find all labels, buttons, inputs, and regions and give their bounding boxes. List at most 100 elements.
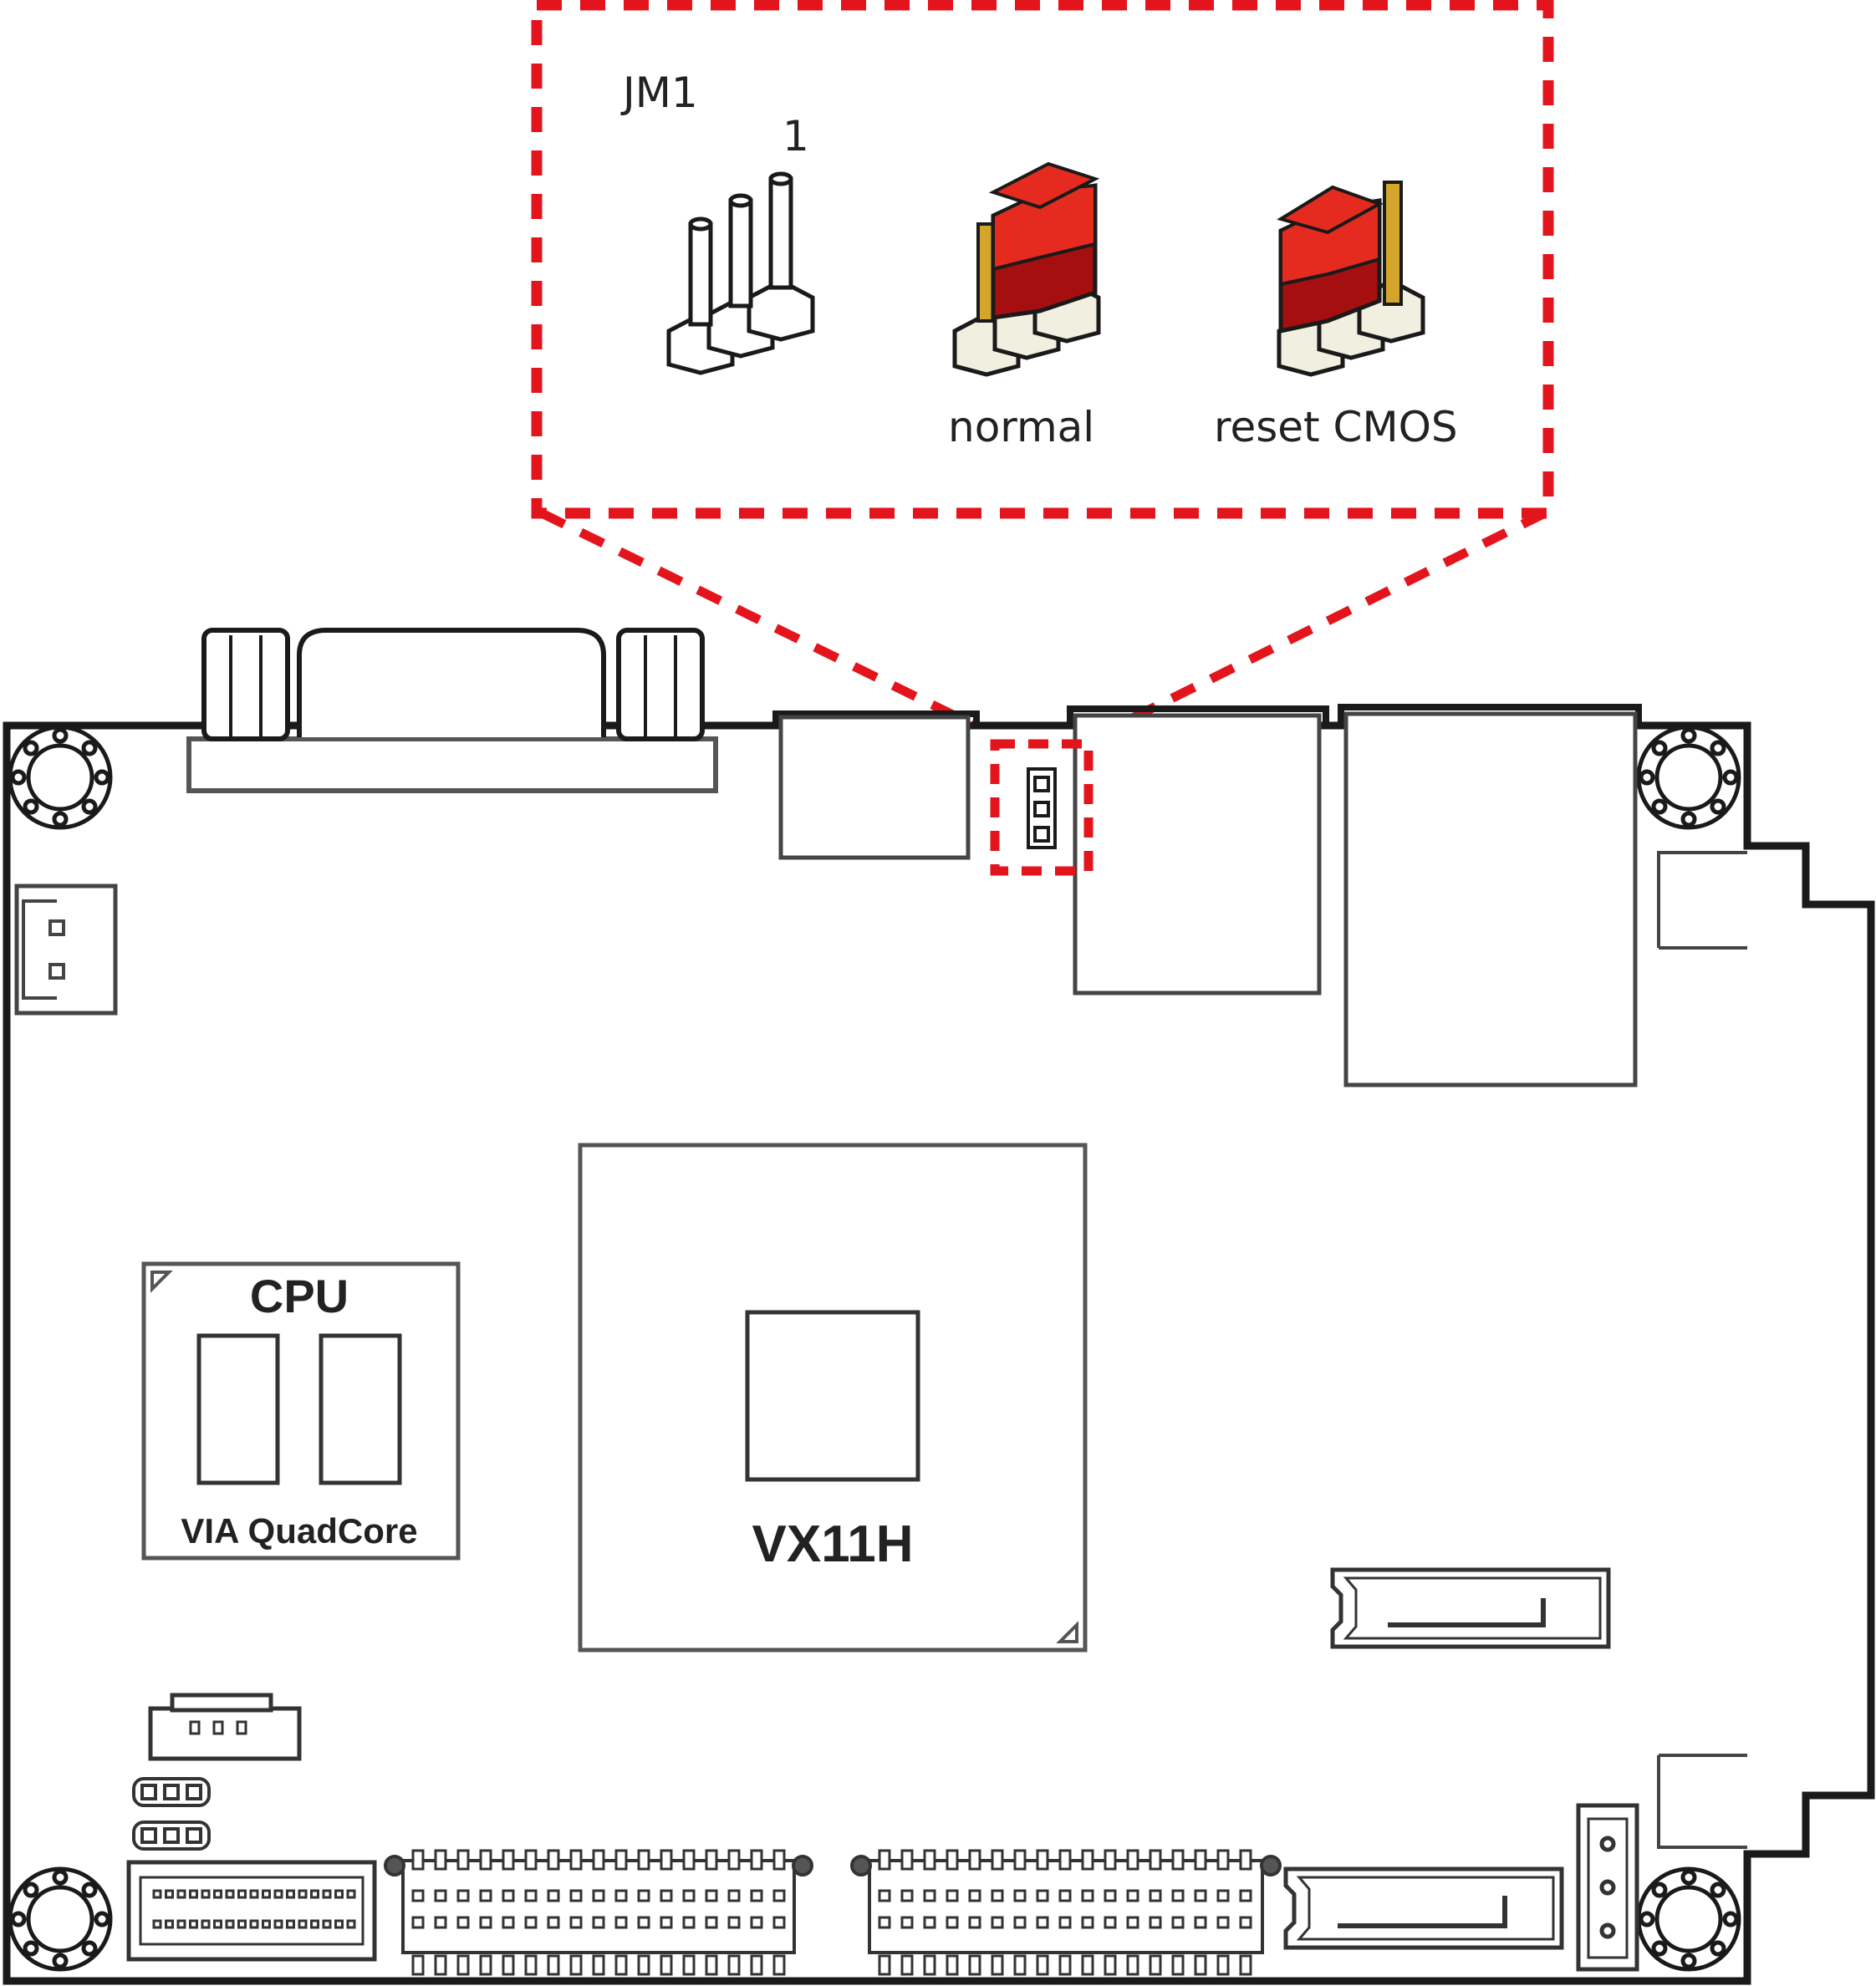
header-pin (547, 1889, 560, 1902)
dsub-connector (186, 628, 718, 793)
header-pin (1194, 1916, 1207, 1929)
header-pin (273, 1889, 283, 1899)
header-pin (165, 1919, 174, 1929)
header-pin (682, 1849, 696, 1871)
header-pin (1126, 1849, 1139, 1871)
header-pin (201, 1919, 211, 1929)
header-pin (502, 1889, 515, 1902)
header-pin (237, 1919, 247, 1929)
jm1-on-board (990, 739, 1093, 876)
header-pin (524, 1889, 538, 1902)
header-pin (1216, 1954, 1230, 1976)
header-pin (1194, 1889, 1207, 1902)
header-pin (1058, 1849, 1072, 1871)
header-pin (772, 1954, 786, 1976)
header-pin (900, 1916, 914, 1929)
header-pin (322, 1919, 332, 1929)
header-pin (727, 1954, 741, 1976)
sata-connector-upper (1330, 1567, 1611, 1649)
header-pin (637, 1916, 650, 1929)
jm1-callout: JM1 1 normal reset CMOS (531, 0, 1554, 746)
header-pin (456, 1849, 470, 1871)
header-pin (1239, 1849, 1252, 1871)
mounting-hole (1636, 725, 1741, 830)
header-pin (1216, 1889, 1230, 1902)
mounting-hole (1636, 1866, 1741, 1972)
header-pin (968, 1849, 981, 1871)
header-pin (923, 1916, 936, 1929)
jumper-header-open (666, 171, 815, 375)
header-pin (456, 1889, 470, 1902)
header-pin (660, 1849, 673, 1871)
header-pin (1036, 1916, 1049, 1929)
header-pin (1058, 1916, 1072, 1929)
header-pin (569, 1954, 583, 1976)
header-pin (1036, 1889, 1049, 1902)
header-pin (1149, 1954, 1162, 1976)
side-bracket (1657, 851, 1747, 1849)
header-pin (569, 1889, 583, 1902)
cpu-title: CPU (250, 1270, 349, 1322)
header-pin (923, 1849, 936, 1871)
header-pin (946, 1889, 959, 1902)
header-pin (456, 1954, 470, 1976)
header-pin (592, 1849, 605, 1871)
header-pin (547, 1849, 560, 1871)
header-pin (189, 1889, 198, 1899)
header-pin (502, 1916, 515, 1929)
header-pin (1058, 1889, 1072, 1902)
header-pin (991, 1916, 1004, 1929)
header-pin (1013, 1849, 1027, 1871)
header-pin (727, 1889, 741, 1902)
header-pin (189, 1919, 198, 1929)
header-pin (262, 1919, 271, 1929)
header-pin (660, 1916, 673, 1929)
header-pin (479, 1954, 492, 1976)
chipset-block: VX11H (578, 1143, 1088, 1652)
header-pin (1126, 1916, 1139, 1929)
header-pin (614, 1916, 628, 1929)
header-pin (750, 1954, 763, 1976)
mounting-hole (8, 725, 113, 830)
reset-cmos-label: reset CMOS (1214, 403, 1458, 451)
header-pin (1081, 1849, 1094, 1871)
header-pin (1239, 1889, 1252, 1902)
header-pin (434, 1849, 447, 1871)
header-pin (614, 1849, 628, 1871)
small-power-connector (148, 1693, 302, 1761)
header-pin (547, 1954, 560, 1976)
header-pin (411, 1849, 425, 1871)
jumper-reset-cmos (1277, 181, 1425, 377)
header-pin (1081, 1916, 1094, 1929)
header-pin (502, 1954, 515, 1976)
header-pin (1149, 1849, 1162, 1871)
pin-header-left (384, 1855, 813, 1954)
header-pin (1036, 1849, 1049, 1871)
header-pin (682, 1954, 696, 1976)
header-pins (152, 1849, 1252, 1976)
jumper-normal (952, 161, 1101, 377)
header-pin (750, 1889, 763, 1902)
header-pin (1194, 1849, 1207, 1871)
header-pin (772, 1889, 786, 1902)
header-pin (923, 1954, 936, 1976)
header-pin (1104, 1849, 1117, 1871)
header-pin (682, 1889, 696, 1902)
header-pin (1216, 1916, 1230, 1929)
header-pin (346, 1889, 356, 1899)
header-pin (1126, 1954, 1139, 1976)
header-pin (201, 1889, 211, 1899)
header-pin (1194, 1954, 1207, 1976)
normal-label: normal (948, 403, 1094, 451)
header-pin (411, 1916, 425, 1929)
header-pin (479, 1889, 492, 1902)
header-pin (456, 1916, 470, 1929)
header-pin (298, 1889, 308, 1899)
jumper-name-label: JM1 (620, 69, 698, 117)
header-pin (1104, 1916, 1117, 1929)
header-pin (968, 1954, 981, 1976)
header-pin (310, 1919, 319, 1929)
header-pin (434, 1916, 447, 1929)
header-pin (1171, 1849, 1185, 1871)
header-pin (727, 1849, 741, 1871)
